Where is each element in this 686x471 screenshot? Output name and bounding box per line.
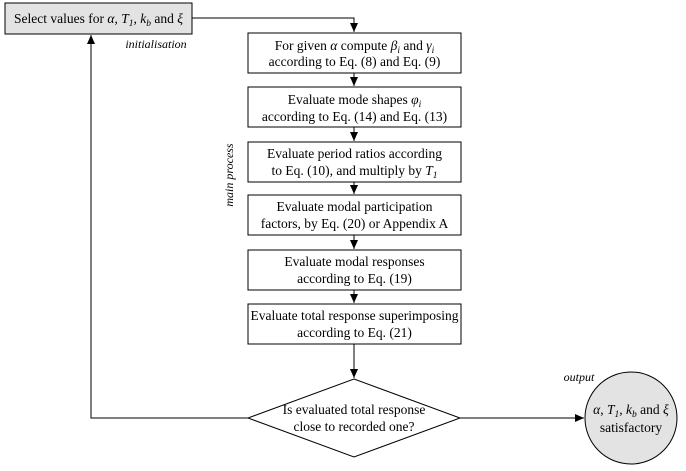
step-5-box bbox=[247, 249, 462, 291]
init-box bbox=[4, 2, 193, 35]
output-line2: satisfactory bbox=[600, 420, 662, 435]
initialisation-label: initialisation bbox=[125, 37, 186, 51]
step-5-line2: according to Eq. (19) bbox=[297, 271, 412, 286]
step-4-line2: factors, by Eq. (20) or Appendix A bbox=[261, 216, 449, 231]
arrow-feedback-loop bbox=[87, 35, 248, 419]
decision-node: Is evaluated total response close to rec… bbox=[246, 378, 462, 458]
output-circle bbox=[584, 371, 678, 465]
step-4-line1: Evaluate modal participation bbox=[277, 199, 433, 214]
step-2-node: Evaluate mode shapes φi according to Eq.… bbox=[247, 86, 462, 128]
step-5-line1: Evaluate modal responses bbox=[284, 254, 424, 269]
step-3-line2: to Eq. (10), and multiply by T1 bbox=[272, 163, 438, 181]
step-2-box bbox=[247, 86, 462, 128]
step-6-line2: according to Eq. (21) bbox=[297, 325, 412, 340]
output-node: output α, T1, kb and ξ satisfactory bbox=[564, 370, 678, 465]
arrow-init-to-step1 bbox=[192, 17, 358, 32]
step-5-node: Evaluate modal responses according to Eq… bbox=[247, 249, 462, 291]
step-1-line1: For given α compute βi and γi bbox=[275, 38, 435, 56]
decision-diamond bbox=[246, 378, 462, 458]
main-process-label: main process bbox=[222, 143, 236, 207]
init-text: Select values for α, T1, kb and ξ bbox=[14, 11, 183, 29]
step-2-line2: according to Eq. (14) and Eq. (13) bbox=[262, 109, 447, 124]
decision-line1: Is evaluated total response bbox=[283, 402, 426, 417]
step-3-node: Evaluate period ratios according to Eq. … bbox=[247, 141, 462, 183]
init-node: Select values for α, T1, kb and ξ initia… bbox=[4, 2, 193, 51]
decision-line2: close to recorded one? bbox=[293, 419, 414, 434]
step-6-node: Evaluate total response superimposing ac… bbox=[247, 303, 462, 345]
step-4-node: Evaluate modal participation factors, by… bbox=[247, 194, 462, 236]
output-line1: α, T1, kb and ξ bbox=[593, 402, 669, 420]
step-3-line1: Evaluate period ratios according bbox=[267, 146, 442, 161]
step-3-box bbox=[247, 141, 462, 183]
step-2-line1: Evaluate mode shapes φi bbox=[288, 92, 422, 110]
step-1-box bbox=[247, 32, 462, 74]
step-6-box bbox=[247, 303, 462, 345]
step-1-line2: according to Eq. (8) and Eq. (9) bbox=[269, 54, 441, 69]
output-label: output bbox=[564, 370, 595, 384]
step-6-line1: Evaluate total response superimposing bbox=[250, 308, 458, 323]
step-1-node: For given α compute βi and γi according … bbox=[247, 32, 462, 74]
